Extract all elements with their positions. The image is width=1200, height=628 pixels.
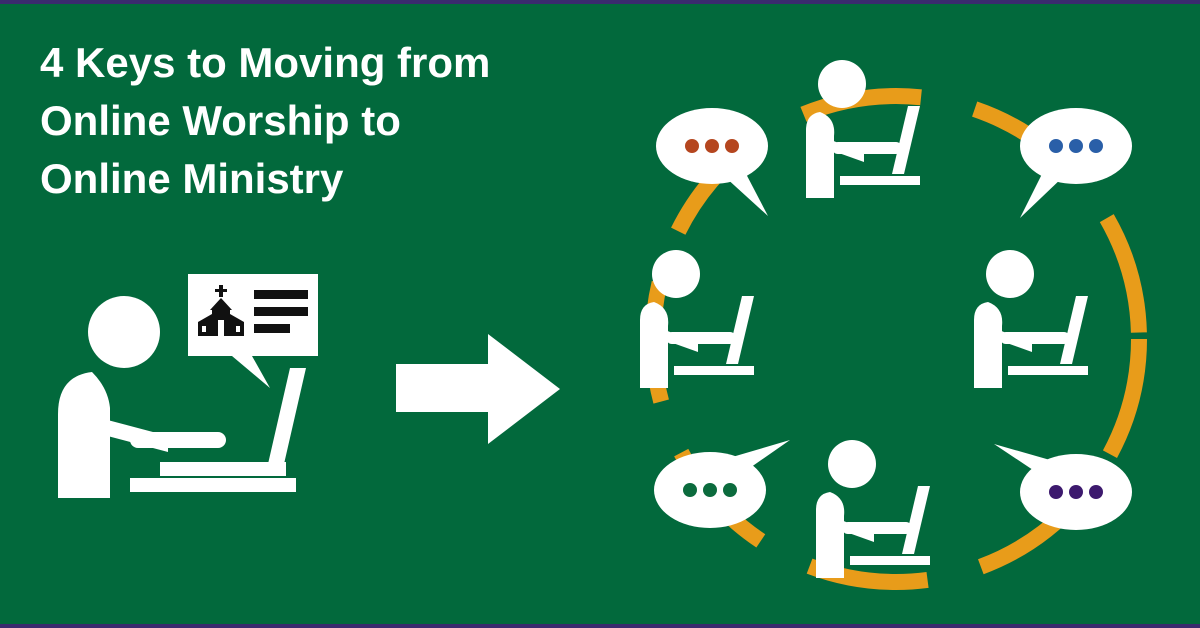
page-title: 4 Keys to Moving from Online Worship to … xyxy=(40,34,600,208)
church-icon xyxy=(198,285,244,336)
announcement-bubble xyxy=(188,274,318,388)
diagram-art xyxy=(58,60,1147,590)
speech-bubble-icon xyxy=(656,108,768,216)
speech-bubble-icon xyxy=(654,440,790,528)
participant-left xyxy=(640,250,754,388)
right-arrow-icon xyxy=(396,334,560,444)
title-line-3: Online Ministry xyxy=(40,155,344,202)
title-line-1: 4 Keys to Moving from xyxy=(40,39,491,86)
speech-bubble-icon xyxy=(994,444,1132,530)
title-line-2: Online Worship to xyxy=(40,97,401,144)
participant-bottom xyxy=(816,440,930,578)
infographic-canvas: 4 Keys to Moving from Online Worship to … xyxy=(0,4,1200,624)
speech-bubble-icon xyxy=(1020,108,1132,218)
participant-right xyxy=(974,250,1088,388)
text-lines-icon xyxy=(254,290,308,333)
participant-top xyxy=(806,60,920,198)
worshipper-icon xyxy=(58,296,306,498)
